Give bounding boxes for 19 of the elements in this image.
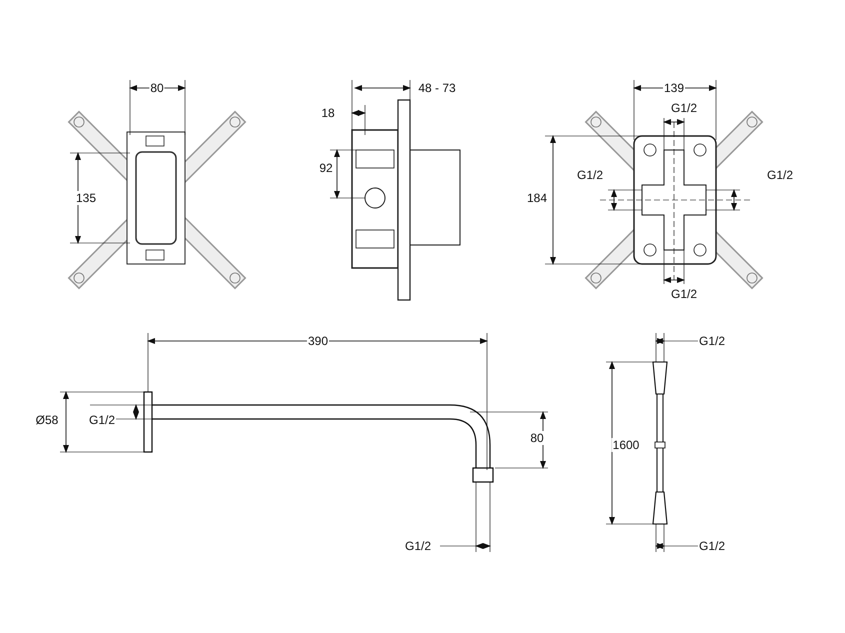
dimension-label: 390	[306, 334, 330, 348]
dimension-label: G1/2	[88, 413, 116, 427]
dimension-label: 139	[662, 81, 686, 95]
dimension-label: G1/2	[404, 539, 432, 553]
dimension-label: 80	[149, 81, 165, 95]
dimension-label: Ø58	[34, 413, 60, 427]
dimension-label: 135	[74, 191, 98, 205]
dimension-label: 1600	[612, 438, 640, 452]
dimension-label: G1/2	[670, 101, 698, 115]
dimension-label: 48 - 73	[417, 81, 457, 95]
dimension-label: 80	[529, 431, 545, 445]
dimension-label: G1/2	[698, 334, 726, 348]
dimension-label: 184	[526, 191, 548, 205]
dimension-label: G1/2	[766, 168, 794, 182]
dimension-label: 18	[320, 106, 336, 120]
dimension-label: G1/2	[670, 287, 698, 301]
dimension-label: G1/2	[698, 539, 726, 553]
dimension-label: G1/2	[576, 168, 604, 182]
dimension-label: 92	[318, 161, 334, 175]
